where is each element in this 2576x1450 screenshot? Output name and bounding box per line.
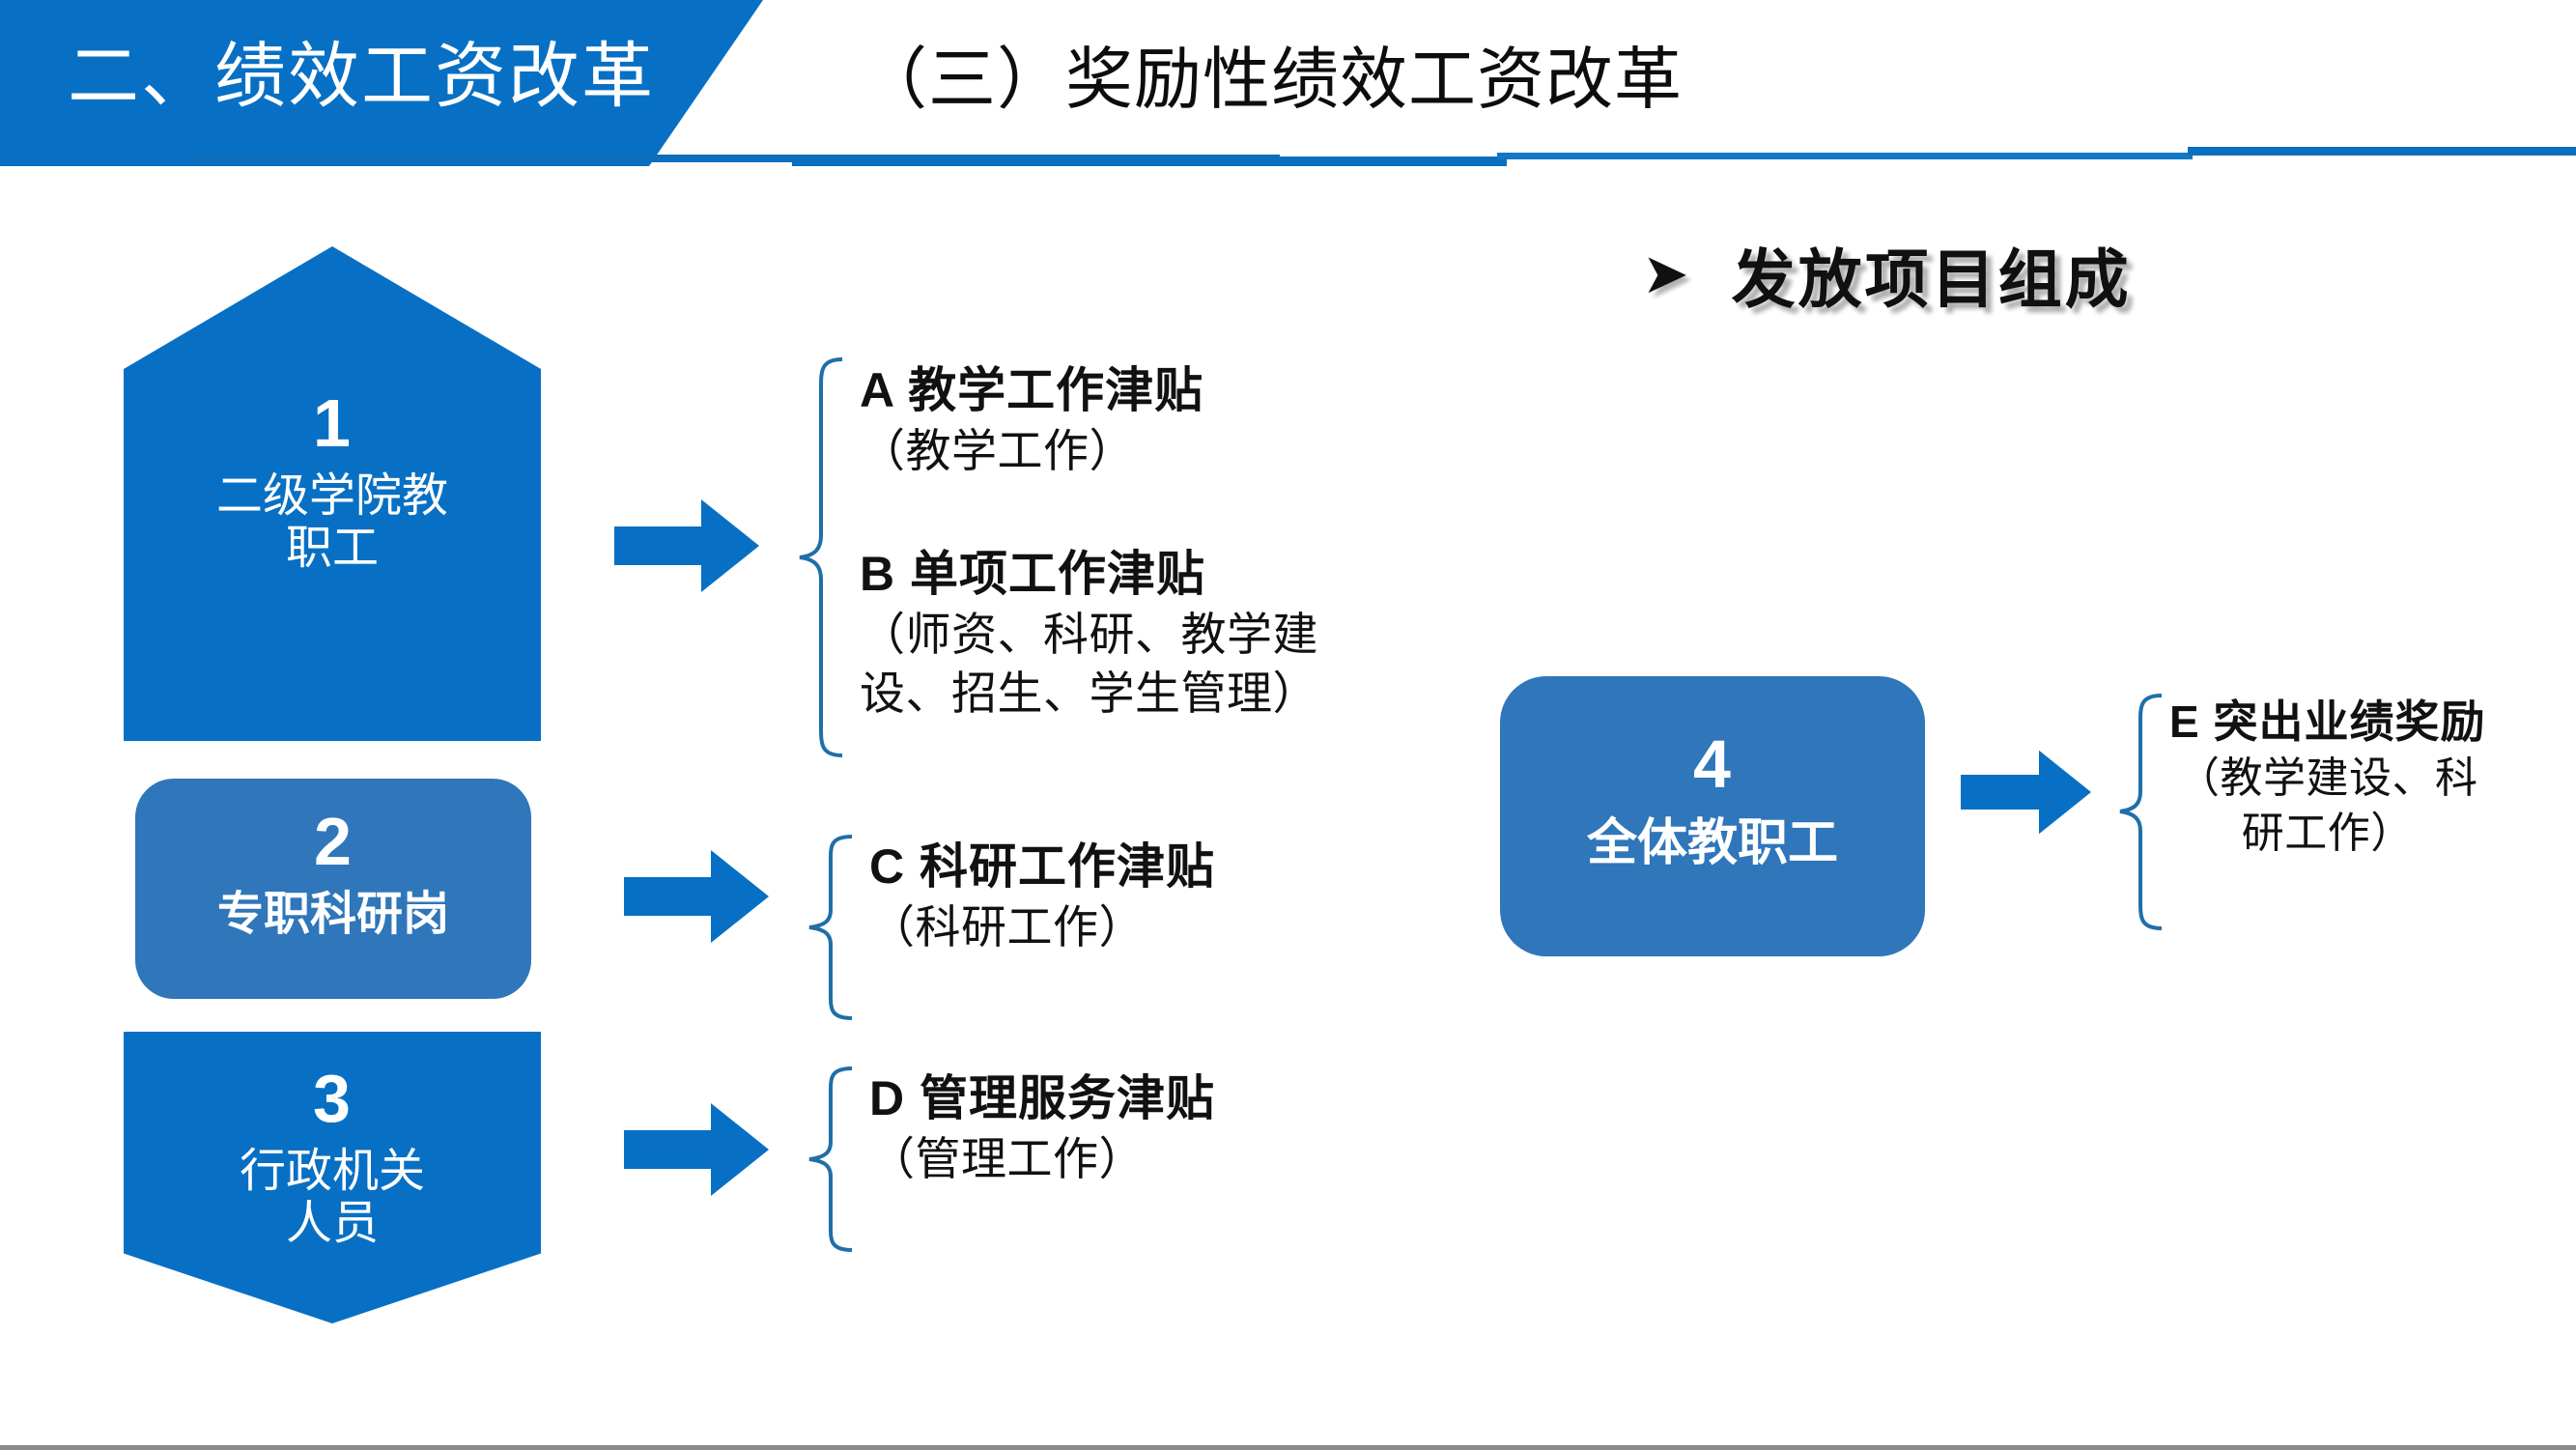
group-box-3[interactable]: 3 行政机关 人员 xyxy=(124,1032,541,1323)
slide-bottom-rule xyxy=(0,1445,2576,1450)
curly-brace-icon-2 xyxy=(804,833,858,1022)
item-c-sub: （科研工作） xyxy=(869,901,1145,952)
section-heading: ➤ 发放项目组成 xyxy=(1642,230,2132,319)
item-b-title: B 单项工作津贴 xyxy=(860,547,1205,601)
item-block-e: E 突出业绩奖励 （教学建设、科 研工作） xyxy=(2169,694,2485,861)
slide-header: 二、绩效工资改革 （三）奖励性绩效工资改革 xyxy=(0,0,2576,166)
header-underline-segment-1 xyxy=(188,155,1280,162)
item-d-title: D 管理服务津贴 xyxy=(869,1071,1215,1125)
item-c-title: C 科研工作津贴 xyxy=(869,839,1215,894)
item-a-title: A 教学工作津贴 xyxy=(860,363,1204,417)
item-block-c: C 科研工作津贴 （科研工作） xyxy=(869,836,1215,956)
item-a-sub: （教学工作） xyxy=(860,425,1135,476)
group-box-4-label: 全体教职工 xyxy=(1586,815,1838,871)
section-heading-label: 发放项目组成 xyxy=(1731,243,2132,315)
header-tab-title: 二、绩效工资改革 xyxy=(68,36,655,116)
group-box-3-number: 3 xyxy=(313,1061,352,1136)
item-block-a: A 教学工作津贴 （教学工作） xyxy=(860,359,1203,480)
item-b-sub: （师资、科研、教学建 设、招生、学生管理） xyxy=(860,609,1318,720)
header-banner-shape xyxy=(0,0,763,166)
item-e-title: E 突出业绩奖励 xyxy=(2169,697,2486,747)
group-box-2-number: 2 xyxy=(314,804,353,879)
item-e-sub: （教学建设、科 研工作） xyxy=(2176,753,2478,858)
curly-brace-icon-3 xyxy=(804,1065,858,1254)
page-title: （三）奖励性绩效工资改革 xyxy=(860,42,1683,117)
group-box-1-number: 1 xyxy=(313,385,352,461)
header-underline-segment-3 xyxy=(1497,153,2193,159)
arrow-right-icon-2 xyxy=(624,848,769,945)
group-box-2-label: 专职科研岗 xyxy=(216,889,449,940)
group-box-1[interactable]: 1 二级学院教 职工 xyxy=(124,246,541,741)
curly-brace-icon-1 xyxy=(794,355,848,759)
triangle-right-bullet-icon: ➤ xyxy=(1642,242,1689,305)
arrow-right-icon-1 xyxy=(614,498,759,594)
header-underline-segment-4 xyxy=(2188,147,2576,156)
group-box-2[interactable]: 2 专职科研岗 xyxy=(135,779,531,999)
group-box-3-label: 行政机关 人员 xyxy=(239,1146,425,1249)
arrow-right-icon-4 xyxy=(1961,746,2091,839)
curly-brace-icon-4 xyxy=(2115,692,2167,933)
group-box-4[interactable]: 4 全体教职工 xyxy=(1500,676,1925,956)
item-block-d: D 管理服务津贴 （管理工作） xyxy=(869,1067,1215,1188)
arrow-right-icon-3 xyxy=(624,1101,769,1198)
item-block-b: B 单项工作津贴 （师资、科研、教学建 设、招生、学生管理） xyxy=(860,543,1318,723)
item-d-sub: （管理工作） xyxy=(869,1133,1145,1184)
header-underline-segment-2 xyxy=(792,156,1507,166)
group-box-1-label: 二级学院教 职工 xyxy=(215,470,448,574)
group-box-4-number: 4 xyxy=(1693,726,1732,802)
